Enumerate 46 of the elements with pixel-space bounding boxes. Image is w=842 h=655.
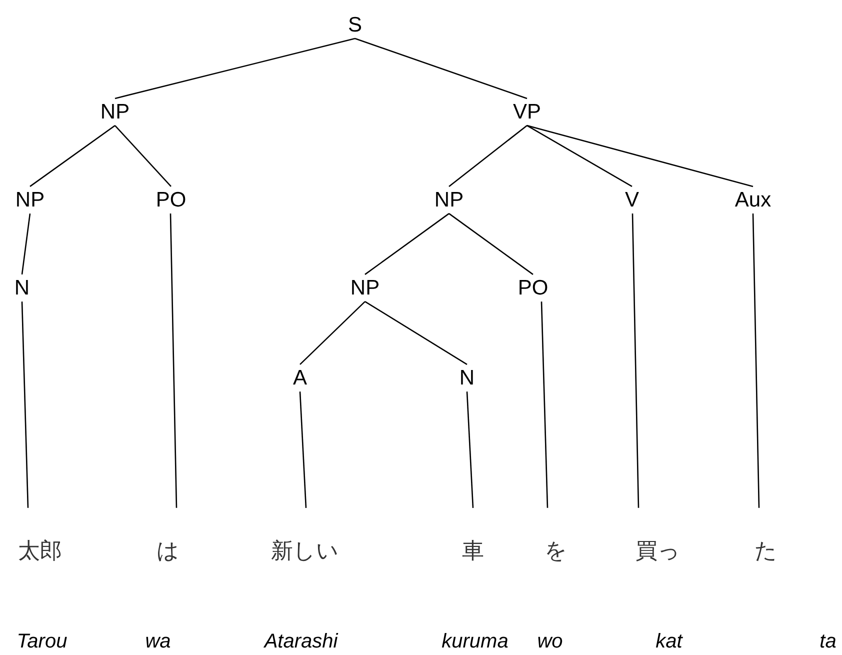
tree-branch	[300, 301, 366, 365]
romanization-label: kuruma	[442, 630, 508, 654]
category-label: PO	[154, 186, 188, 214]
tree-branch	[752, 214, 760, 508]
category-label: N	[458, 364, 476, 392]
tree-branch	[632, 214, 640, 508]
tree-branch	[30, 125, 116, 187]
tree-branch	[448, 213, 534, 275]
category-label: N	[13, 274, 31, 302]
tree-branch	[21, 302, 29, 508]
word-label: 車	[461, 538, 485, 566]
category-label: Aux	[734, 186, 772, 214]
romanization-label: ta	[820, 630, 836, 654]
word-label: 買っ	[634, 538, 682, 566]
tree-branch	[448, 125, 528, 187]
romanization-label: Atarashi	[264, 630, 338, 654]
category-label: S	[347, 11, 363, 39]
category-label: NP	[99, 98, 131, 126]
word-label: 新しい	[270, 538, 340, 566]
category-label: NP	[433, 186, 465, 214]
romanization-label: kat	[656, 630, 682, 654]
category-label: VP	[512, 98, 542, 126]
category-label: NP	[14, 186, 46, 214]
category-label: A	[292, 364, 308, 392]
tree-branch	[364, 213, 450, 275]
tree-branch	[526, 124, 754, 188]
tree-branch	[540, 302, 548, 508]
tree-branch	[114, 125, 172, 187]
romanization-label: wa	[145, 630, 171, 654]
tree-branch	[170, 214, 178, 508]
tree-branch	[466, 392, 474, 508]
tree-branch	[364, 301, 468, 365]
category-label: PO	[516, 274, 550, 302]
tree-branch	[299, 392, 307, 508]
tree-branch	[21, 213, 31, 275]
tree-branch	[526, 124, 632, 188]
category-label: V	[624, 186, 640, 214]
tree-branch	[114, 38, 356, 100]
romanization-label: wo	[537, 630, 563, 654]
word-label: を	[544, 538, 568, 566]
word-label: 太郎	[17, 538, 63, 566]
tree-branch	[354, 38, 528, 100]
romanization-label: Tarou	[16, 630, 68, 654]
word-label: は	[156, 538, 180, 566]
category-label: NP	[349, 274, 381, 302]
word-label: た	[754, 538, 778, 566]
